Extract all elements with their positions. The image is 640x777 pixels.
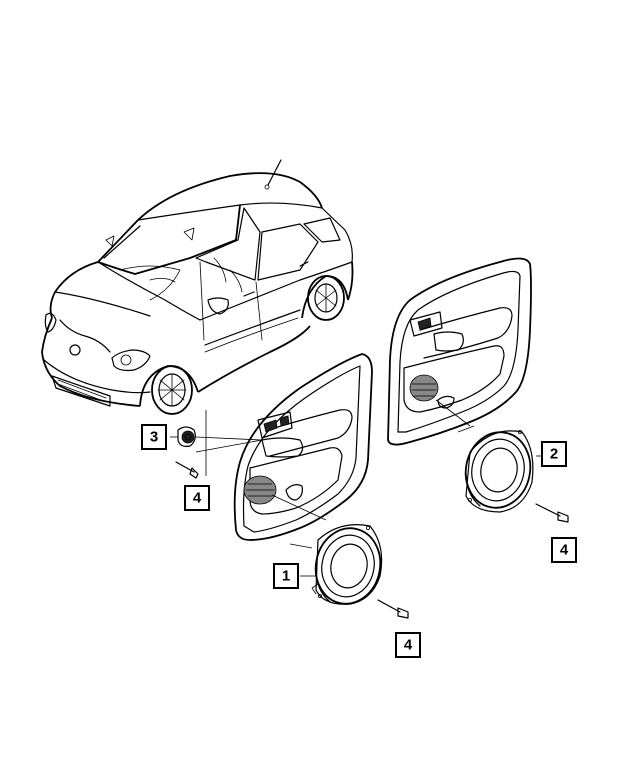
callout-4b: 4 — [395, 632, 421, 658]
callout-4a: 4 — [184, 485, 210, 511]
svg-text:4: 4 — [560, 542, 569, 559]
rear-door-speaker — [464, 429, 534, 513]
svg-text:4: 4 — [193, 490, 202, 507]
leader-lines — [170, 399, 542, 577]
front-door-trim-panel — [233, 353, 373, 541]
rear-door-trim-panel — [387, 257, 532, 446]
rivet-fastener-1 — [175, 461, 199, 479]
callout-3: 3 — [141, 424, 167, 450]
svg-text:1: 1 — [282, 568, 290, 585]
svg-text:3: 3 — [150, 429, 158, 446]
tweeter-speaker — [177, 426, 196, 447]
svg-text:2: 2 — [550, 446, 558, 463]
callout-2: 2 — [541, 441, 567, 467]
vehicle-illustration — [41, 159, 354, 415]
front-door-speaker — [311, 524, 383, 605]
rivet-fastener-2 — [377, 599, 409, 619]
callout-1: 1 — [273, 563, 299, 589]
svg-text:4: 4 — [404, 637, 413, 654]
callout-4c: 4 — [551, 537, 577, 563]
rivet-fastener-3 — [535, 503, 569, 523]
